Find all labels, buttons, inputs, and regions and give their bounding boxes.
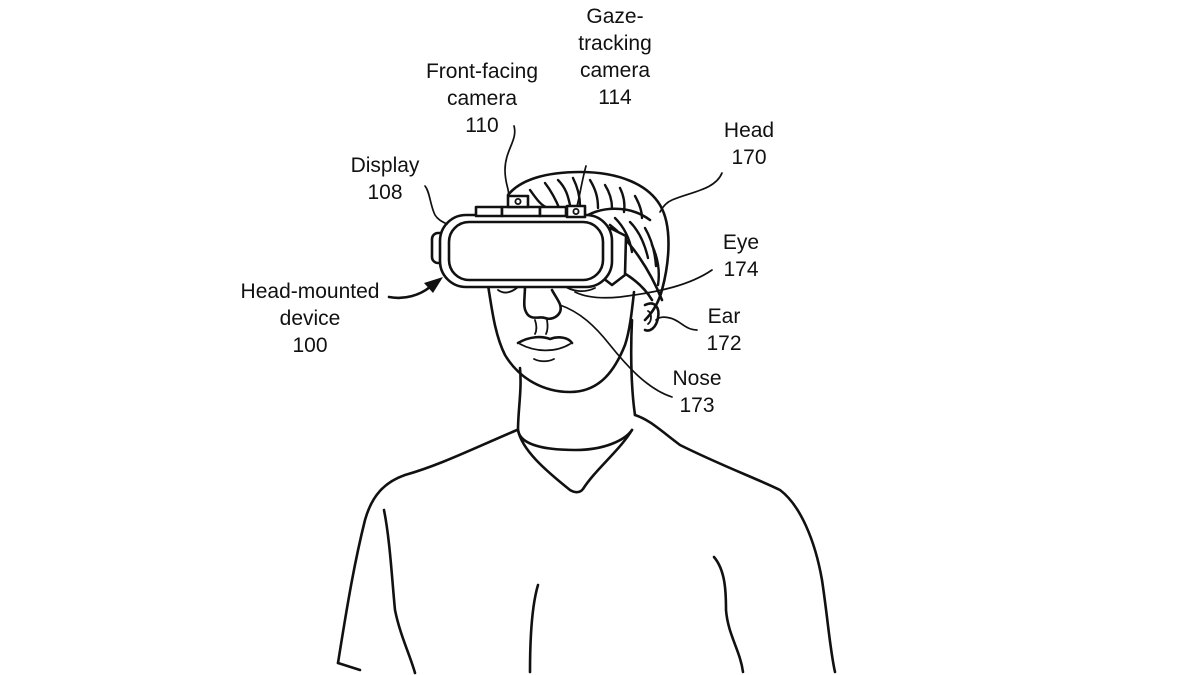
label-eye: Eye 174 [723,229,759,283]
label-text: Nose [672,367,722,390]
reference-number: 114 [598,86,632,109]
reference-number: 110 [465,114,499,137]
label-text: Gaze- [586,5,644,28]
face [486,283,660,394]
label-display: Display 108 [351,152,420,206]
display-panel [447,220,605,282]
reference-number: 172 [706,332,742,355]
label-gaze-tracking-camera: Gaze- tracking camera 114 [578,3,652,111]
label-text: Ear [707,305,741,328]
leader-display [424,185,448,225]
leader-eye [574,269,713,299]
label-head-mounted-device: Head-mounted device 100 [241,278,380,359]
arrowhead-icon [424,277,443,293]
top-bar-segment [538,205,568,218]
label-text: camera [579,59,651,82]
reference-number: 174 [723,258,759,281]
reference-number: 100 [292,334,328,357]
leader-ear [655,316,698,331]
torso-shirt [336,318,837,675]
label-text: camera [446,87,518,110]
camera-lens-icon [514,197,522,205]
reference-number: 108 [367,181,403,204]
top-bar-segment [500,205,542,218]
leader-nose [559,304,673,398]
label-text: Head [723,119,775,142]
label-front-facing-camera: Front-facing camera 110 [426,58,538,139]
leader-front-camera [504,125,516,197]
label-nose: Nose 173 [672,365,721,419]
label-text: Eye [722,231,760,254]
leader-hmd-arrow [387,285,432,300]
label-text: device [279,307,341,330]
head-mounted-device [430,194,614,289]
label-text: Front-facing [425,60,539,83]
label-text: tracking [578,32,652,55]
front-facing-camera [506,194,530,209]
gaze-tracking-camera [565,204,587,219]
gaze-camera-lens-icon [572,207,580,215]
label-head: Head 170 [724,117,774,171]
label-text: Head-mounted [240,280,380,303]
leader-lines [387,125,723,398]
leader-gaze-camera [576,165,587,207]
label-text: Display [350,154,420,177]
reference-number: 170 [731,146,767,169]
head-hair [506,170,670,322]
reference-number: 173 [679,394,715,417]
top-bar-segment [474,205,504,218]
leader-head [659,172,723,213]
label-ear: Ear 172 [706,303,741,357]
